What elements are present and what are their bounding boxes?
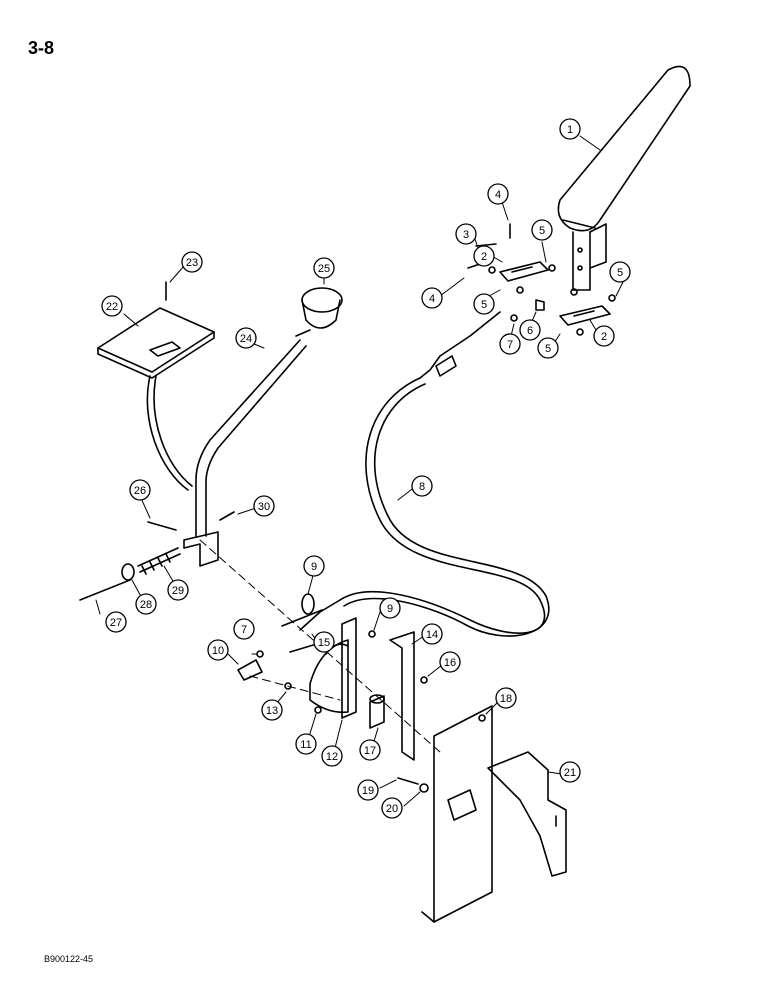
control-lever-part — [183, 287, 343, 567]
svg-text:5: 5 — [481, 299, 487, 311]
callout-17: 17 — [359, 739, 381, 761]
svg-text:4: 4 — [495, 189, 501, 201]
svg-text:16: 16 — [444, 657, 456, 669]
callout-21: 21 — [559, 761, 581, 783]
armrest-pad-part — [557, 65, 691, 291]
callout-14: 14 — [421, 623, 443, 645]
callout-18: 18 — [495, 687, 517, 709]
svg-text:27: 27 — [110, 617, 122, 629]
callout-8: 8 — [411, 475, 433, 497]
callout-9: 9 — [379, 597, 401, 619]
bolt-washer-hardware — [397, 777, 429, 793]
svg-text:21: 21 — [564, 767, 576, 779]
svg-text:7: 7 — [241, 624, 247, 636]
svg-text:14: 14 — [426, 629, 438, 641]
svg-text:9: 9 — [387, 603, 393, 615]
callout-13: 13 — [261, 699, 283, 721]
adjust-plate-lower — [559, 305, 611, 326]
svg-text:23: 23 — [186, 257, 198, 269]
svg-text:22: 22 — [106, 301, 118, 313]
svg-text:5: 5 — [545, 343, 551, 355]
svg-text:11: 11 — [300, 739, 311, 751]
svg-text:19: 19 — [362, 785, 374, 797]
svg-text:26: 26 — [134, 485, 146, 497]
svg-text:17: 17 — [364, 745, 376, 757]
leader-lines — [95, 135, 627, 807]
svg-text:8: 8 — [419, 481, 425, 493]
callout-12: 12 — [321, 745, 343, 767]
svg-text:5: 5 — [617, 267, 623, 279]
svg-text:30: 30 — [258, 501, 270, 513]
callout-2: 2 — [473, 245, 495, 267]
svg-text:9: 9 — [311, 561, 317, 573]
callout-25: 25 — [313, 257, 335, 279]
side-shield-part — [487, 751, 567, 877]
callout-5: 5 — [609, 261, 631, 283]
callout-23: 23 — [181, 251, 203, 273]
plate-hardware — [467, 223, 616, 336]
svg-text:12: 12 — [326, 751, 338, 763]
callout-6: 6 — [519, 319, 541, 341]
cover-plate-part — [97, 281, 215, 491]
callout-5: 5 — [0, 0, 3, 3]
callout-4: 4 — [487, 183, 509, 205]
svg-text:24: 24 — [240, 333, 252, 345]
cable-bracket-assembly — [237, 593, 428, 761]
callout-28: 28 — [135, 593, 157, 615]
callout-2: 2 — [593, 325, 615, 347]
callout-20: 20 — [381, 797, 403, 819]
callout-9: 9 — [303, 555, 325, 577]
svg-text:5: 5 — [539, 225, 545, 237]
svg-text:10: 10 — [212, 645, 224, 657]
callout-bubbles: 1 2 2 3 4 4 5 5 5 5 5 6 7 7 8 9 9 10 11 … — [0, 0, 631, 819]
callout-19: 19 — [357, 779, 379, 801]
svg-text:2: 2 — [481, 251, 487, 263]
callout-5: 5 — [537, 337, 559, 359]
svg-text:25: 25 — [318, 263, 330, 275]
assembly-axis-2 — [249, 675, 341, 701]
mounting-plate-part — [421, 705, 493, 923]
svg-text:28: 28 — [140, 599, 152, 611]
callout-5: 5 — [473, 293, 495, 315]
lever-pivot-hardware — [79, 511, 235, 601]
callout-7: 7 — [233, 618, 255, 640]
callout-10: 10 — [207, 639, 229, 661]
callout-26: 26 — [129, 479, 151, 501]
callout-16: 16 — [439, 651, 461, 673]
callout-30: 30 — [253, 495, 275, 517]
document-code: B900122-45 — [44, 954, 94, 964]
callout-27: 27 — [105, 611, 127, 633]
svg-text:6: 6 — [527, 325, 533, 337]
callout-3: 3 — [455, 223, 477, 245]
svg-text:4: 4 — [429, 293, 435, 305]
svg-text:29: 29 — [172, 585, 184, 597]
callout-24: 24 — [235, 327, 257, 349]
callout-11: 11 — [295, 733, 317, 755]
svg-text:7: 7 — [507, 339, 513, 351]
adjust-plate-upper — [499, 261, 549, 282]
callout-15: 15 — [313, 631, 335, 653]
callout-4: 4 — [421, 287, 443, 309]
callout-22: 22 — [101, 295, 123, 317]
page-number: 3-8 — [28, 38, 55, 58]
throttle-cable-part — [299, 311, 550, 637]
svg-text:3: 3 — [463, 229, 469, 241]
svg-text:20: 20 — [386, 803, 398, 815]
callout-1: 1 — [559, 118, 581, 140]
svg-text:13: 13 — [266, 705, 278, 717]
callout-5: 5 — [531, 219, 553, 241]
svg-text:18: 18 — [500, 693, 512, 705]
callout-7: 7 — [499, 333, 521, 355]
svg-text:1: 1 — [567, 124, 573, 136]
callout-29: 29 — [167, 579, 189, 601]
svg-text:15: 15 — [318, 637, 330, 649]
svg-text:2: 2 — [601, 331, 607, 343]
